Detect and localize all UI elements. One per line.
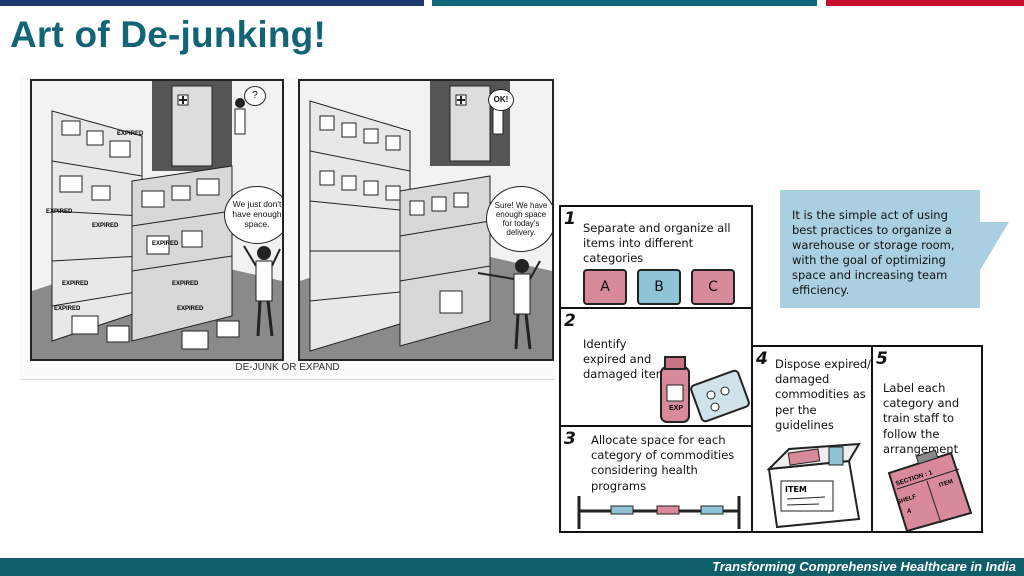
- step-number: 3: [564, 429, 576, 449]
- medicine-bottle-icon: [660, 356, 750, 423]
- expired-label: EXPIRED: [152, 241, 179, 247]
- organized-warehouse-illustration: [300, 81, 552, 359]
- category-box-b: B: [637, 269, 681, 305]
- speech-bubble-no-space: We just don't have enough space.: [224, 186, 282, 244]
- item-label: ITEM: [785, 485, 807, 494]
- expired-label: EXPIRED: [92, 223, 119, 229]
- expired-label: EXPIRED: [117, 131, 144, 137]
- top-bar-teal: [432, 0, 817, 6]
- disposal-box-icon: [766, 442, 861, 529]
- step-text: Separate and organize all items into dif…: [583, 221, 731, 266]
- footer-tagline: Transforming Comprehensive Healthcare in…: [712, 559, 1016, 574]
- dejunk-comic: EXPIRED EXPIRED EXPIRED EXPIRED EXPIRED …: [20, 77, 555, 380]
- ok-bubble: OK!: [488, 89, 514, 111]
- step-number: 1: [564, 209, 576, 229]
- question-bubble: ?: [244, 86, 266, 106]
- comic-caption: DE-JUNK OR EXPAND: [235, 362, 340, 373]
- category-box-c: C: [691, 269, 735, 305]
- speech-bubble-enough-space: Sure! We have enough space for today's d…: [486, 186, 552, 252]
- step-text: Allocate space for each category of comm…: [591, 433, 735, 493]
- speech-tail-icon: [979, 222, 1009, 272]
- footer-bar: Transforming Comprehensive Healthcare in…: [0, 558, 1024, 576]
- step-number: 2: [564, 311, 576, 331]
- row-label: A: [907, 509, 912, 515]
- top-bar-red: [826, 0, 1024, 6]
- step-3-panel: 3 Allocate space for each category of co…: [559, 425, 753, 533]
- step-number: 5: [876, 349, 888, 369]
- expired-label: EXPIRED: [177, 306, 204, 312]
- comic-panel-organized: Sure! We have enough space for today's d…: [298, 79, 554, 361]
- shelf-icon: [577, 496, 741, 529]
- step-5-panel: 5 Label each category and train staff to…: [871, 345, 983, 533]
- step-number: 4: [756, 349, 768, 369]
- step-4-panel: 4 Dispose expired/ damaged commodities a…: [751, 345, 873, 533]
- clipboard-icon: [887, 449, 973, 531]
- comic-panel-cluttered: EXPIRED EXPIRED EXPIRED EXPIRED EXPIRED …: [30, 79, 284, 361]
- slide-title: Art of De-junking!: [10, 14, 327, 55]
- expiry-label: EXP: [669, 405, 684, 412]
- dejunking-steps: 1 Separate and organize all items into d…: [559, 205, 1009, 535]
- step-text: Identify expired and damaged items: [583, 337, 673, 382]
- top-bar-navy: [0, 0, 424, 6]
- step-text: Dispose expired/ damaged commodities as …: [775, 357, 871, 432]
- expired-label: EXPIRED: [46, 209, 73, 215]
- category-box-a: A: [583, 269, 627, 305]
- step-text: Label each category and train staff to f…: [883, 381, 960, 456]
- definition-box: It is the simple act of using best pract…: [780, 190, 980, 308]
- cluttered-warehouse-illustration: [32, 81, 282, 359]
- step-1-panel: 1 Separate and organize all items into d…: [559, 205, 753, 309]
- expired-label: EXPIRED: [54, 306, 81, 312]
- step-2-panel: 2 Identify expired and damaged items EXP: [559, 307, 753, 427]
- definition-text: It is the simple act of using best pract…: [792, 208, 955, 297]
- expired-label: EXPIRED: [172, 281, 199, 287]
- expired-label: EXPIRED: [62, 281, 89, 287]
